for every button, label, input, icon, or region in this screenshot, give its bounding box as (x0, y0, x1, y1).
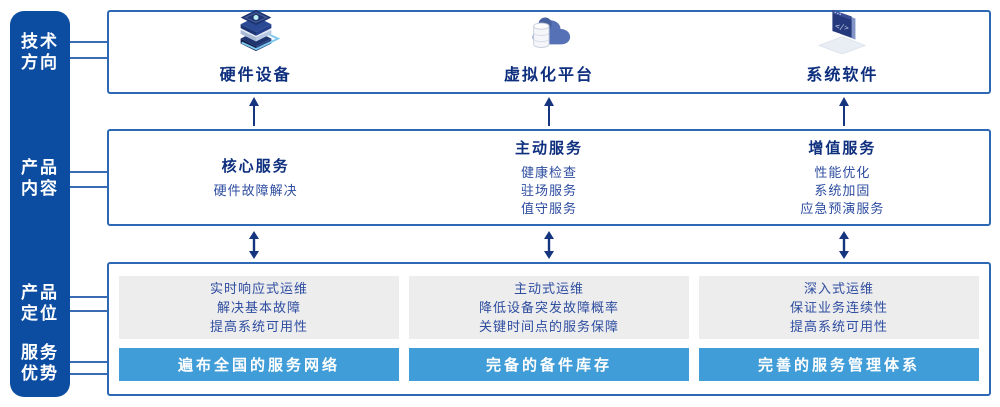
connector-line (70, 186, 108, 188)
service-column-title: 主动服务 (514, 140, 583, 157)
positioning-line: 提高系统可用性 (789, 319, 888, 334)
service-column-proactive: 主动服务 健康检查 驻场服务 值守服务 (402, 131, 695, 224)
connector-line (70, 171, 108, 173)
positioning-line: 提高系统可用性 (209, 319, 308, 334)
product-positioning-box: 实时响应式运维 解决基本故障 提高系统可用性 遍布全国的服务网络 主动式运维 降… (107, 262, 991, 396)
category-sidebar: 技术 方向 产品 内容 产品 定位 服务 优势 (10, 11, 70, 397)
product-content-box: 核心服务 硬件故障解决 主动服务 健康检查 驻场服务 值守服务 增值服务 性能优… (107, 129, 991, 226)
positioning-panel: 深入式运维 保证业务连续性 提高系统可用性 (699, 276, 979, 339)
tech-item-hardware: 硬件设备 (109, 9, 402, 92)
advantage-bar: 完备的备件库存 (409, 348, 689, 381)
server-stack-icon (227, 6, 285, 59)
sidebar-label-product-position: 产品 定位 (21, 283, 59, 323)
service-item: 值守服务 (520, 201, 577, 216)
sidebar-label-tech-direction: 技术 方向 (21, 32, 59, 72)
service-column-core: 核心服务 硬件故障解决 (109, 131, 402, 224)
tech-item-label: 系统软件 (806, 67, 879, 84)
positioning-line: 降低设备突发故障概率 (478, 300, 619, 315)
sidebar-label-service-advantage: 服务 优势 (21, 343, 59, 383)
advantage-bar: 完善的服务管理体系 (699, 348, 979, 381)
connector-line (70, 57, 108, 59)
positioning-line: 实时响应式运维 (209, 281, 308, 296)
positioning-line: 深入式运维 (803, 281, 874, 296)
connector-line (70, 373, 108, 375)
service-column-title: 增值服务 (808, 140, 877, 157)
arrow-up-icon (248, 97, 260, 126)
service-item: 硬件故障解决 (213, 183, 298, 198)
tech-item-label: 虚拟化平台 (503, 67, 594, 84)
service-item: 健康检查 (520, 165, 577, 180)
connector-line (70, 41, 108, 43)
tech-item-system-software: </> 系统软件 (696, 9, 989, 92)
connector-line (70, 361, 108, 363)
advantage-bar: 遍布全国的服务网络 (119, 348, 399, 381)
positioning-column-proactive: 主动式运维 降低设备突发故障概率 关键时间点的服务保障 完备的备件库存 (409, 276, 689, 381)
arrow-up-down-icon (248, 231, 260, 259)
tech-item-virtualization: 虚拟化平台 (402, 12, 695, 92)
sidebar-label-product-content: 产品 内容 (21, 158, 59, 198)
svg-text:</>: </> (835, 21, 851, 32)
arrow-up-icon (838, 97, 850, 126)
connector-line (70, 310, 108, 312)
service-item: 驻场服务 (520, 183, 577, 198)
positioning-panel: 主动式运维 降低设备突发故障概率 关键时间点的服务保障 (409, 276, 689, 339)
cloud-database-icon (520, 6, 578, 59)
positioning-line: 关键时间点的服务保障 (478, 319, 619, 334)
positioning-line: 主动式运维 (513, 281, 584, 296)
positioning-column-realtime: 实时响应式运维 解决基本故障 提高系统可用性 遍布全国的服务网络 (119, 276, 399, 381)
service-item: 系统加固 (814, 183, 871, 198)
arrow-up-icon (543, 97, 555, 126)
tech-direction-box: 硬件设备 虚拟化平台 </> (107, 9, 991, 94)
service-column-value-added: 增值服务 性能优化 系统加固 应急预演服务 (696, 131, 989, 224)
service-item: 应急预演服务 (800, 201, 885, 216)
arrow-up-down-icon (838, 231, 850, 259)
positioning-panel: 实时响应式运维 解决基本故障 提高系统可用性 (119, 276, 399, 339)
code-window-icon: </> (813, 6, 871, 59)
positioning-column-indepth: 深入式运维 保证业务连续性 提高系统可用性 完善的服务管理体系 (699, 276, 979, 381)
positioning-line: 解决基本故障 (216, 300, 301, 315)
positioning-line: 保证业务连续性 (789, 300, 888, 315)
service-item: 性能优化 (814, 165, 871, 180)
service-column-title: 核心服务 (221, 158, 290, 175)
connector-line (70, 296, 108, 298)
arrow-up-down-icon (543, 231, 555, 259)
tech-item-label: 硬件设备 (219, 67, 292, 84)
